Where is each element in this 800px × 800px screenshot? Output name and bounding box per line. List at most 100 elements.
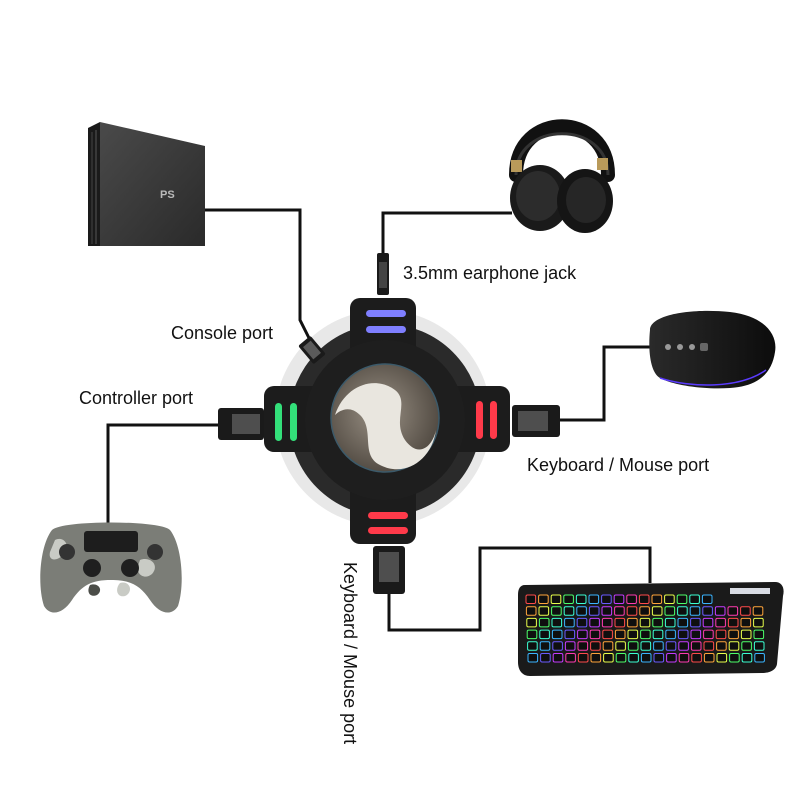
keyboard-key (678, 653, 690, 663)
keyboard-key (702, 606, 713, 616)
led-top (366, 310, 406, 333)
keyboard-key (590, 641, 601, 651)
keyboard-key (638, 594, 650, 604)
keyboard-key (678, 641, 689, 651)
keyboard-key (576, 617, 588, 628)
keyboard-key (666, 653, 677, 663)
connectors (218, 253, 560, 594)
keyboard-key (525, 606, 537, 616)
mouse-cable (560, 345, 652, 422)
keyboard-key (525, 594, 537, 604)
keyboard-key (752, 606, 764, 616)
led-left (275, 403, 297, 441)
keyboard-key (539, 629, 550, 640)
keyboard-key (590, 653, 602, 663)
led-right (476, 401, 497, 439)
keyboard-key (703, 653, 715, 663)
keyboard-key (627, 641, 639, 651)
keyboard-key (614, 606, 625, 616)
keyboard-key (602, 629, 613, 640)
keyboard-key (588, 594, 600, 604)
keyboard-key (703, 641, 715, 651)
keyboard-key (551, 606, 562, 616)
led-bottom (368, 512, 408, 534)
keyboard-icon (518, 582, 784, 676)
keyboard-key (626, 594, 637, 604)
keyboard-key (702, 617, 714, 628)
keyboard-key (538, 606, 550, 616)
keyboard-key (527, 653, 539, 663)
keyboard-key (741, 641, 752, 651)
keyboard-key (539, 641, 551, 651)
keyboard-key (652, 629, 664, 640)
keyboard-key (728, 641, 740, 651)
keyboard-key (727, 617, 739, 628)
keyboard-key (526, 617, 537, 628)
keyboard-key (651, 606, 663, 616)
keyboard-key (613, 594, 625, 604)
keyboard-key (740, 629, 752, 640)
keyboard-key (540, 653, 551, 663)
keyboard-mouse-port-right-label: Keyboard / Mouse port (527, 455, 710, 475)
keyboard-key (701, 594, 713, 604)
keyboard-key (602, 641, 614, 651)
keyboard-key (614, 629, 626, 640)
keyboard-key (639, 606, 650, 616)
keyboard-key (576, 606, 587, 616)
keyboard-key (615, 653, 627, 663)
keyboard-key (603, 653, 614, 663)
keyboard-key (552, 641, 563, 651)
keyboard-key (665, 641, 677, 651)
mouse-icon (649, 310, 776, 389)
keyboard-key (589, 617, 600, 628)
keyboard-key (677, 629, 689, 640)
keyboard-key (564, 617, 575, 628)
keyboard-key (527, 641, 538, 651)
keyboard-key (753, 629, 765, 640)
keyboard-key (714, 606, 726, 616)
earphone-jack-label: 3.5mm earphone jack (403, 263, 577, 283)
keyboard-key (564, 629, 576, 640)
adapter-hub (264, 298, 510, 544)
console-cable (205, 208, 312, 341)
keyboard-key (740, 606, 751, 616)
keyboard-key (677, 606, 688, 616)
keyboard-key (628, 653, 639, 663)
earphone-cable (381, 211, 512, 255)
cables (106, 208, 652, 632)
keyboard-key (551, 617, 563, 628)
keyboard-key (664, 617, 676, 628)
keyboard-key (640, 653, 652, 663)
keyboard-key (626, 606, 638, 616)
keyboard-key (753, 641, 765, 651)
keyboard-key (577, 653, 589, 663)
keyboard-key (689, 606, 701, 616)
keyboard-key (652, 617, 663, 628)
keyboard-key (690, 629, 702, 640)
keyboard-key (563, 594, 574, 604)
keyboard-key (677, 617, 689, 628)
keyboard-key (552, 653, 564, 663)
keyboard-key (691, 653, 702, 663)
keyboard-key (740, 617, 752, 628)
keyboard-key (716, 641, 727, 651)
controller-port-label: Controller port (79, 388, 194, 408)
keyboard-key (665, 629, 676, 640)
keyboard-key (614, 617, 626, 628)
keyboard-key (640, 629, 651, 640)
keyboard-key (627, 629, 639, 640)
keyboard-key (653, 653, 665, 663)
keyboard-key (627, 617, 638, 628)
keyboard-key (703, 629, 714, 640)
keyboard-key (565, 653, 576, 663)
console-port-label: Console port (171, 323, 274, 343)
keyboard-key (639, 617, 651, 628)
keyboard-key (716, 653, 728, 663)
keyboard-key (575, 594, 587, 604)
keyboard-key (640, 641, 652, 651)
console-logo: PS (160, 189, 175, 201)
keyboard-key (563, 606, 575, 616)
keyboard-key (651, 594, 663, 604)
keyboard-key (588, 606, 600, 616)
